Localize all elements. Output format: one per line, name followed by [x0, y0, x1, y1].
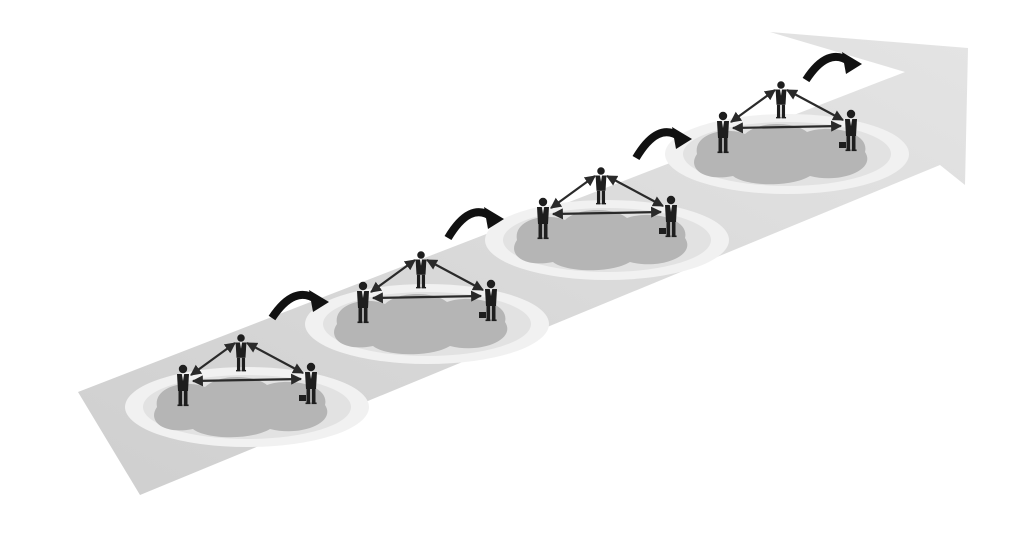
briefcase-icon	[479, 312, 486, 318]
person-top	[776, 81, 787, 118]
stages-layer	[125, 81, 909, 447]
briefcase-icon	[839, 142, 846, 148]
briefcase-icon	[299, 395, 306, 401]
briefcase-icon	[659, 228, 666, 234]
